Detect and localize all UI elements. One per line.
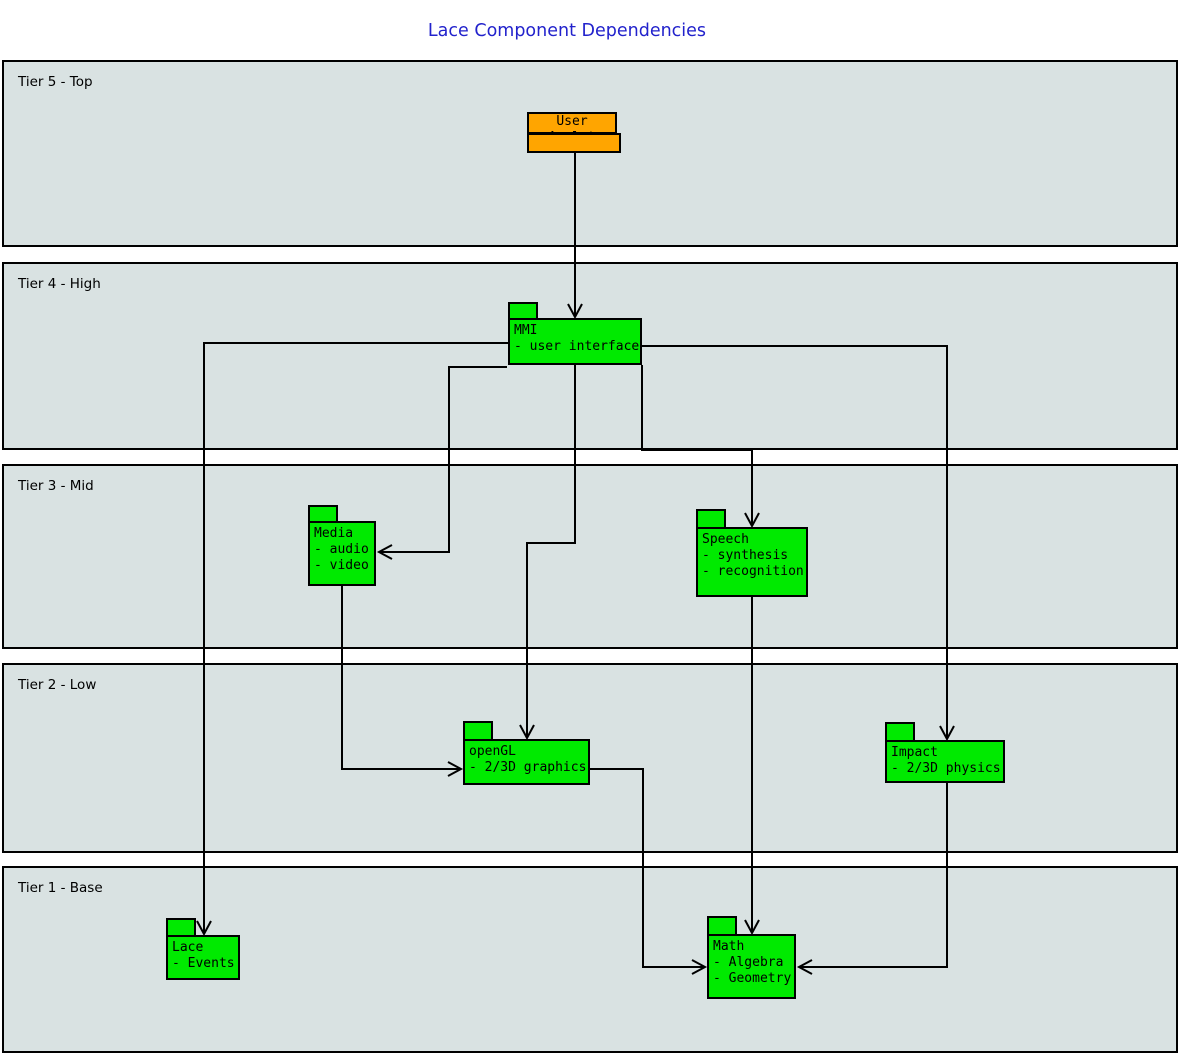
node-impact-body: Impact - 2/3D physics: [885, 740, 1005, 783]
node-speech-tab: [696, 509, 726, 529]
node-media-body: Media - audio - video: [308, 521, 376, 586]
node-mmi-body: MMI - user interface: [508, 318, 642, 365]
tier-label: Tier 4 - High: [18, 276, 101, 292]
tier-label: Tier 3 - Mid: [18, 478, 94, 494]
node-opengl-body: openGL - 2/3D graphics: [463, 739, 590, 785]
tier-label: Tier 5 - Top: [18, 74, 93, 90]
tier-band-tier-5-top: Tier 5 - Top: [2, 60, 1178, 247]
node-lace-body: Lace - Events: [166, 935, 240, 980]
node-opengl-tab: [463, 721, 493, 741]
node-speech-body: Speech - synthesis - recognition: [696, 527, 808, 597]
node-impact-tab: [885, 722, 915, 742]
node-user-applet-body: [527, 133, 621, 153]
page-title: Lace Component Dependencies: [427, 21, 707, 41]
node-math-tab: [707, 916, 737, 936]
node-user-applet-label: User Applet: [527, 112, 617, 134]
tier-label: Tier 1 - Base: [18, 880, 103, 896]
tier-label: Tier 2 - Low: [18, 677, 97, 693]
node-math-body: Math - Algebra - Geometry: [707, 934, 796, 999]
tier-band-tier-3-mid: Tier 3 - Mid: [2, 464, 1178, 649]
